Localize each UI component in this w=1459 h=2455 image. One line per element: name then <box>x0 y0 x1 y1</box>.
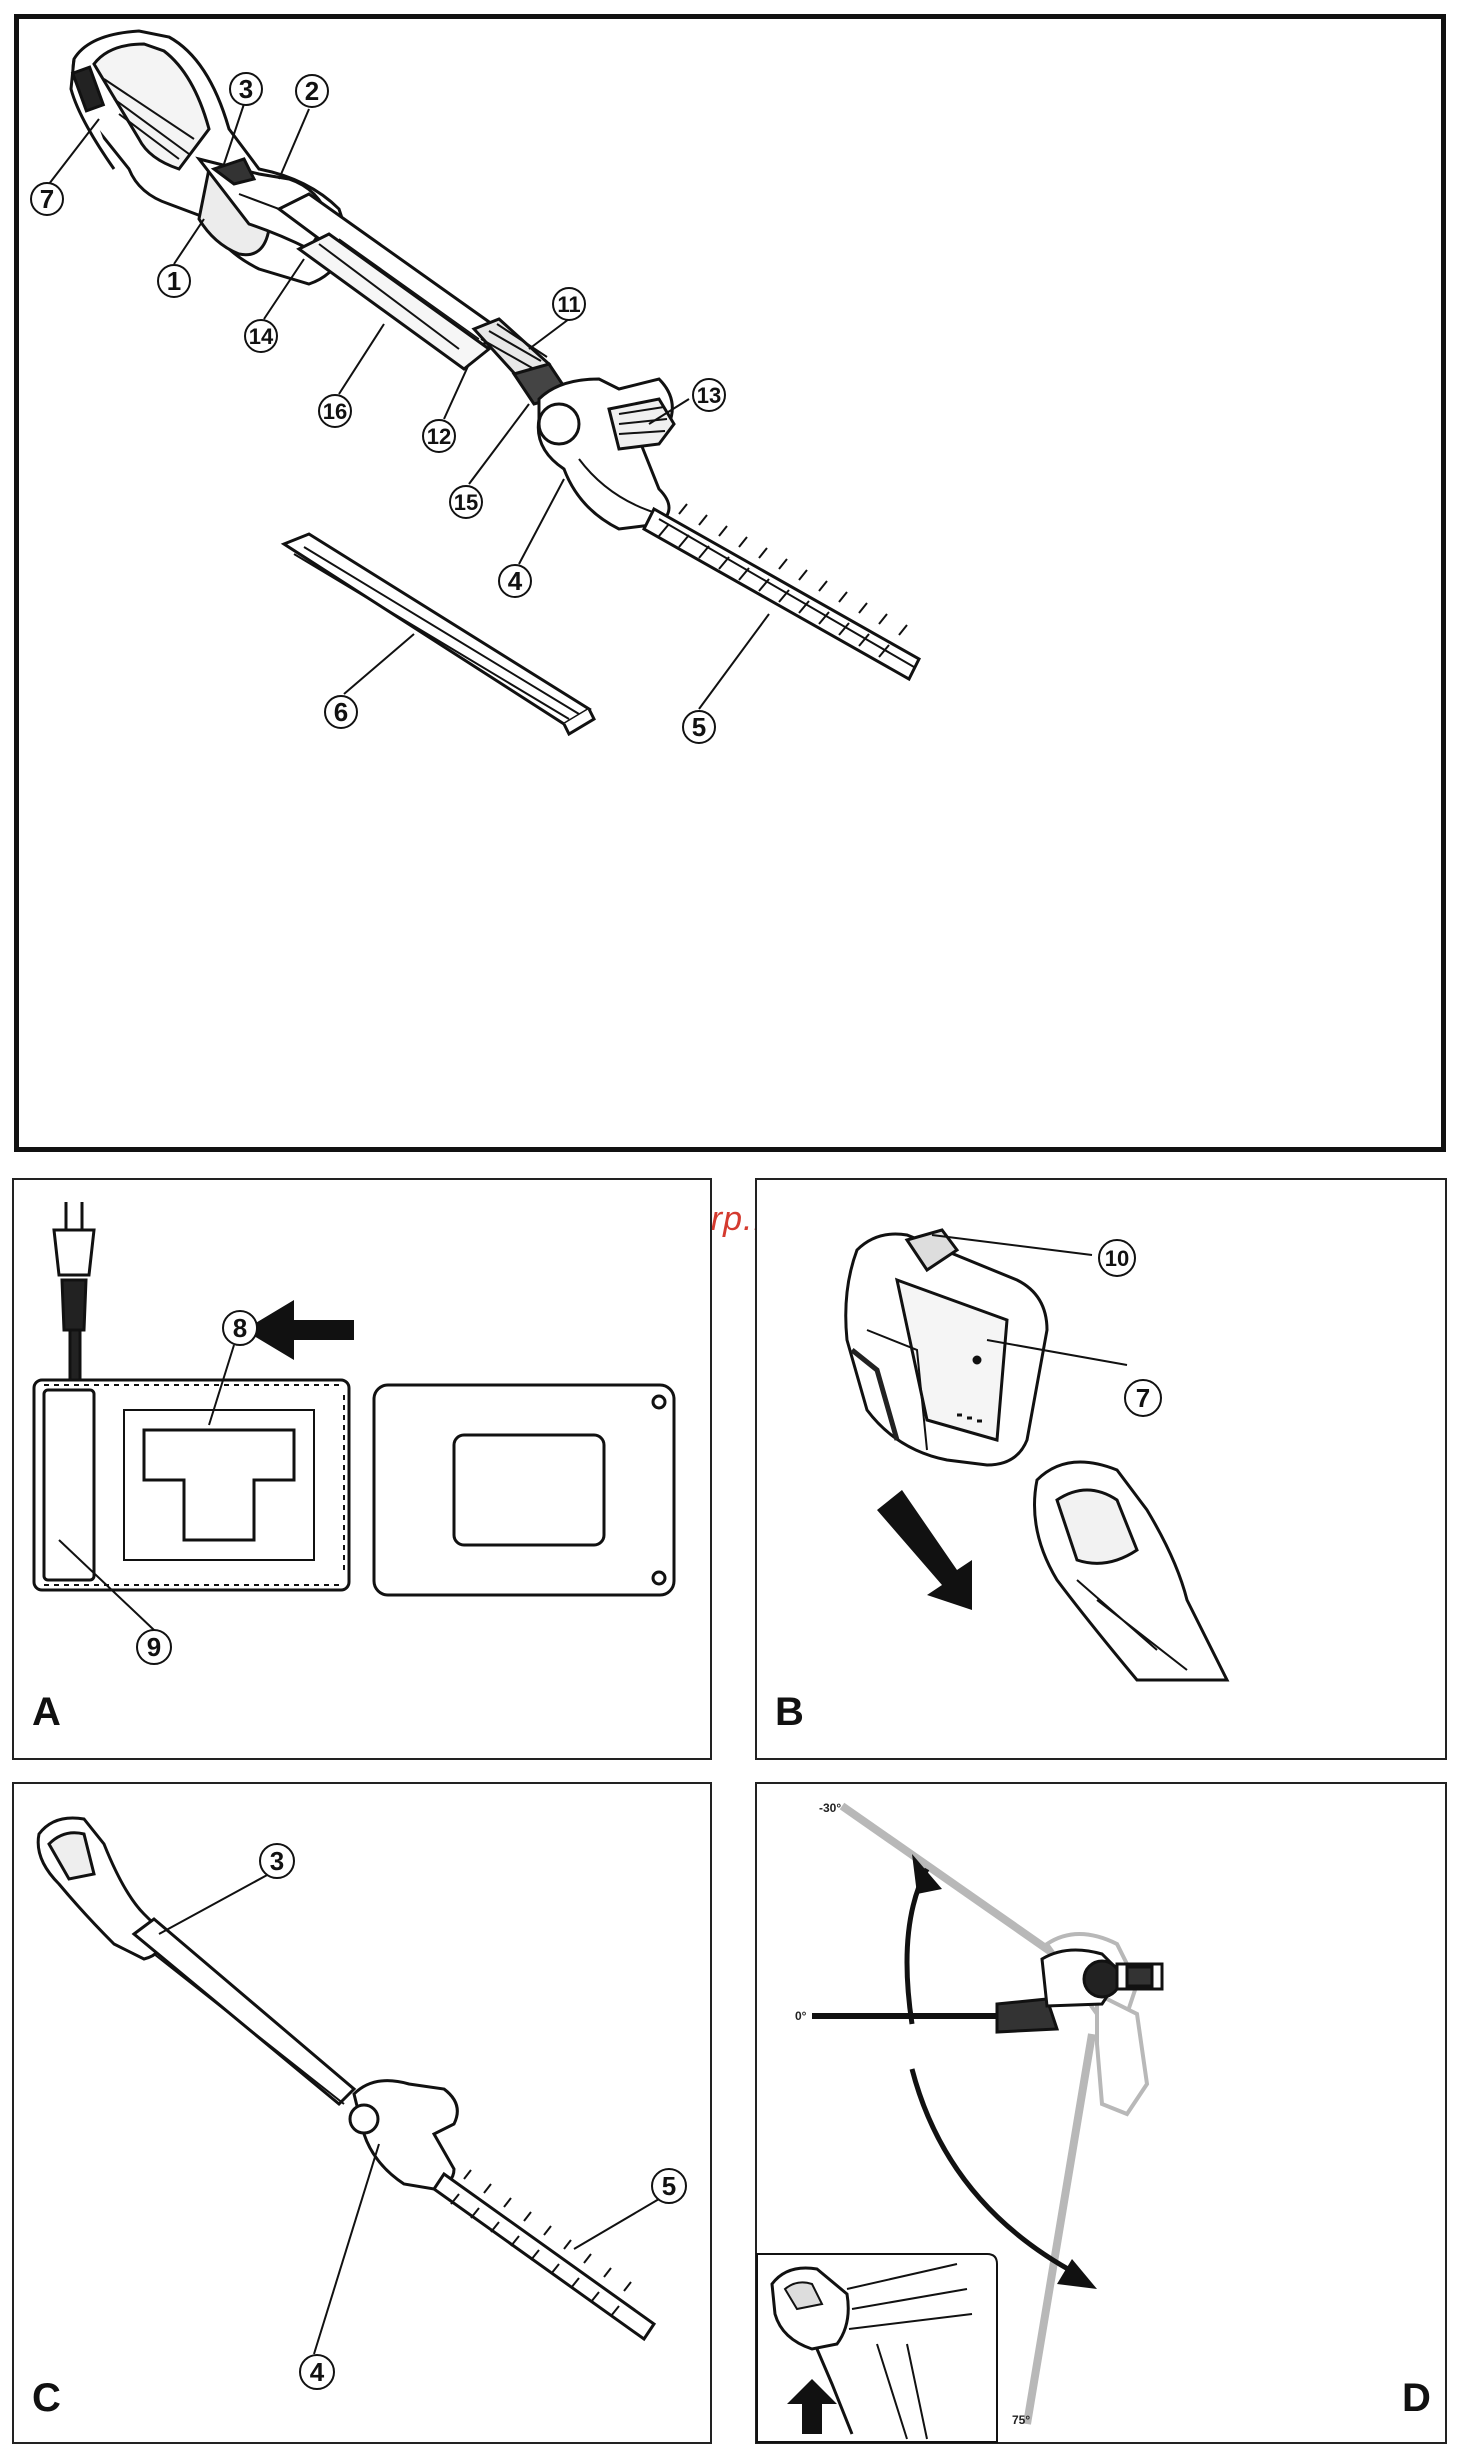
callout-13: 13 <box>693 379 725 411</box>
release-button-inset <box>757 2254 997 2442</box>
panel-a-charger: 8 9 A <box>12 1178 712 1760</box>
svg-text:9: 9 <box>147 1632 161 1662</box>
svg-text:4: 4 <box>310 2357 325 2387</box>
svg-text:6: 6 <box>334 697 348 727</box>
angle-adjustment-drawing: -30° 0° 75° <box>757 1784 1445 2442</box>
svg-text:11: 11 <box>557 292 580 317</box>
power-plug <box>54 1202 94 1385</box>
callout-3: 3 <box>230 73 262 105</box>
removal-arrow <box>877 1490 972 1610</box>
cutting-blade <box>644 504 919 679</box>
assembled-pole <box>134 1919 354 2104</box>
motor-head <box>538 379 674 529</box>
svg-text:2: 2 <box>305 76 319 106</box>
panel-d-letter: D <box>1402 2376 1431 2421</box>
battery-pack-removed <box>846 1230 1047 1465</box>
main-hedge-trimmer-drawing: 7 1 3 2 14 16 12 11 13 15 4 5 6 <box>19 19 1441 1147</box>
callout-12: 12 <box>423 420 455 452</box>
callout-5: 5 <box>683 711 715 743</box>
panel-b-battery-removal: 10 7 B <box>755 1178 1447 1760</box>
svg-text:12: 12 <box>427 424 451 449</box>
angle-label-75: 75° <box>1012 2413 1030 2427</box>
assembled-blade <box>434 2170 654 2339</box>
svg-text:14: 14 <box>249 324 274 349</box>
callout-4-c: 4 <box>300 2355 334 2389</box>
callout-9: 9 <box>137 1630 171 1664</box>
svg-text:10: 10 <box>1105 1246 1129 1271</box>
callout-16: 16 <box>319 395 351 427</box>
callout-10: 10 <box>1099 1240 1135 1276</box>
callout-3-c: 3 <box>260 1844 294 1878</box>
svg-text:7: 7 <box>40 184 54 214</box>
panel-d-head-angle-adjustment: -30° 0° 75° D <box>755 1782 1447 2444</box>
svg-text:13: 13 <box>697 383 721 408</box>
rotation-arcs <box>907 1869 1077 2274</box>
callout-15: 15 <box>450 486 482 518</box>
svg-text:7: 7 <box>1136 1383 1150 1413</box>
callout-8: 8 <box>223 1311 257 1345</box>
charger-drawing: 8 9 <box>14 1180 710 1758</box>
callout-7-b: 7 <box>1125 1380 1161 1416</box>
callout-5-c: 5 <box>652 2169 686 2203</box>
callout-7: 7 <box>31 183 63 215</box>
tool-handle <box>1035 1462 1228 1680</box>
assembled-tool-drawing: 3 4 5 <box>14 1784 710 2442</box>
svg-text:5: 5 <box>692 712 706 742</box>
charger-base <box>34 1380 349 1590</box>
svg-text:4: 4 <box>508 566 523 596</box>
slide-direction-arrow <box>244 1300 354 1360</box>
callout-1: 1 <box>158 265 190 297</box>
panel-c-assembled-tool: 3 4 5 C <box>12 1782 712 2444</box>
svg-text:16: 16 <box>323 399 347 424</box>
panel-a-letter: A <box>32 1690 61 1735</box>
svg-text:3: 3 <box>239 74 253 104</box>
callout-14: 14 <box>245 320 277 352</box>
callout-2: 2 <box>296 75 328 107</box>
angle-label-0: 0° <box>795 2009 807 2023</box>
callout-11: 11 <box>553 288 585 320</box>
battery-removal-drawing: 10 7 <box>757 1180 1445 1758</box>
svg-text:5: 5 <box>662 2171 676 2201</box>
panel-c-letter: C <box>32 2376 61 2421</box>
callout-4: 4 <box>499 565 531 597</box>
pole-position-75 <box>1027 2034 1092 2424</box>
battery-pack <box>374 1385 674 1595</box>
angle-label-minus-30: -30° <box>819 1801 841 1815</box>
svg-text:8: 8 <box>233 1313 247 1343</box>
svg-text:1: 1 <box>167 266 181 296</box>
telescopic-pole <box>279 194 549 384</box>
svg-text:15: 15 <box>454 490 478 515</box>
callout-6: 6 <box>325 696 357 728</box>
svg-text:3: 3 <box>270 1846 284 1876</box>
main-exploded-view-panel: 7 1 3 2 14 16 12 11 13 15 4 5 6 <box>14 14 1446 1152</box>
assembled-head <box>350 2081 457 2189</box>
panel-b-letter: B <box>775 1690 804 1735</box>
